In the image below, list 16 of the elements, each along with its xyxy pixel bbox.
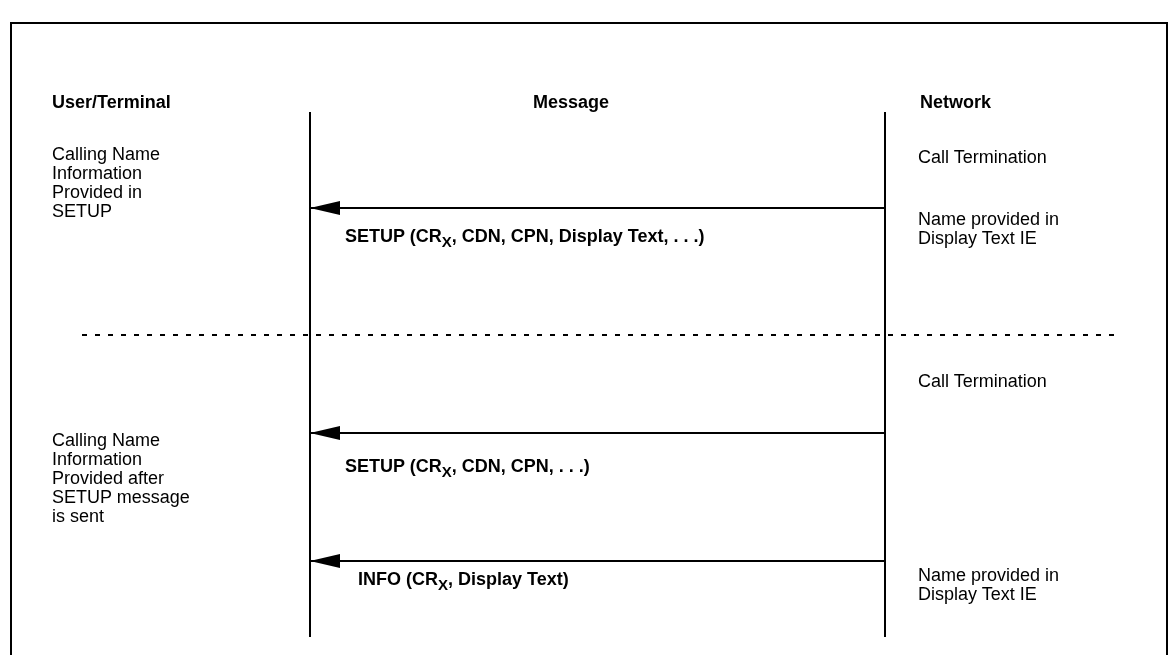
edge-label: SETUP (CR$_{X}$, CDN, CPN, Display Text, . . .) xyxy=(345,226,705,250)
note-text: Call Termination xyxy=(918,372,1048,391)
lifeline xyxy=(884,112,886,637)
column-heading: Message xyxy=(533,93,611,112)
column-heading: Network xyxy=(920,93,992,112)
edge-label: SETUP (CR$_{X}$, CDN, CPN, . . .) xyxy=(345,456,590,480)
note-text: Calling Name Information Provided after SETUP message is sent xyxy=(52,431,191,526)
note-text: Calling Name Information Provided in SETUP xyxy=(52,145,162,221)
note-text: Name provided in Display Text IE xyxy=(918,566,1061,604)
lifeline xyxy=(309,112,311,637)
edge-label: INFO (CR$_{X}$, Display Text) xyxy=(358,569,569,593)
message-arrow xyxy=(310,201,887,215)
note-text: Name provided in Display Text IE xyxy=(918,210,1061,248)
message-arrow xyxy=(310,426,887,440)
column-heading: User/Terminal xyxy=(52,93,172,112)
note-text: Call Termination xyxy=(918,148,1048,167)
